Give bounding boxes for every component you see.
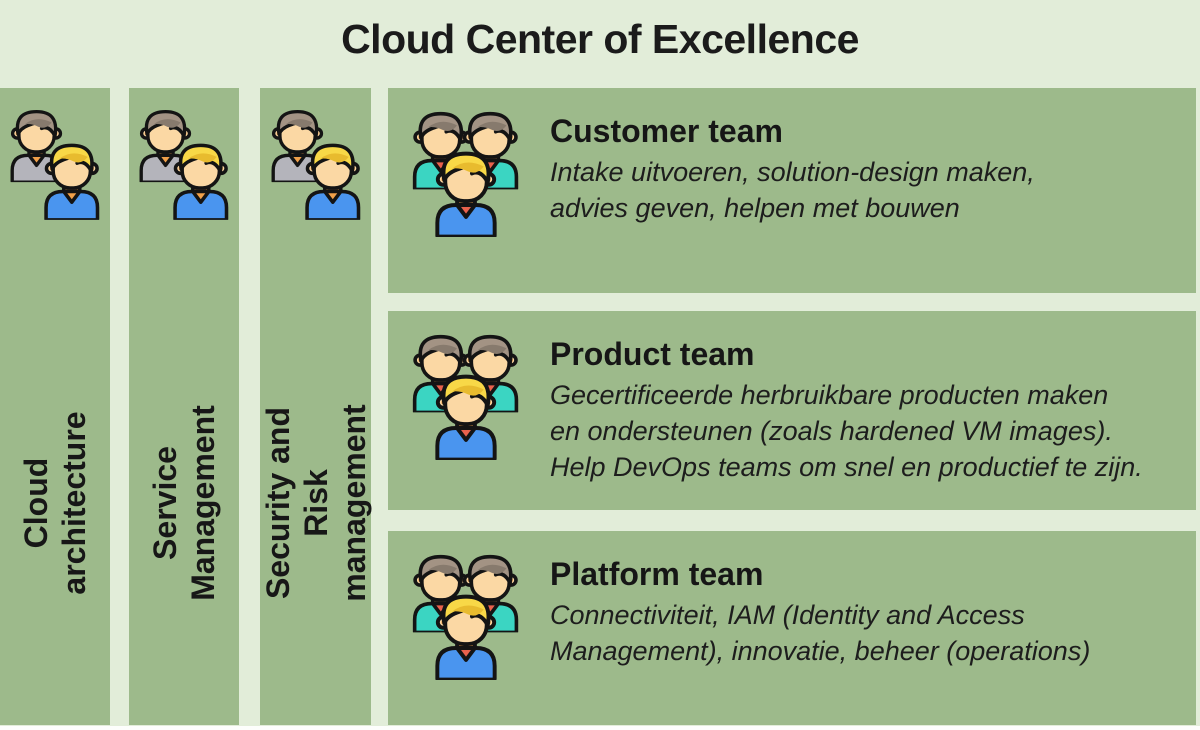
team-heading-product: Product team	[550, 336, 755, 372]
bottom-edge-strip	[0, 726, 1200, 730]
two-people-icon	[139, 109, 229, 220]
team-description-platform: Connectiviteit, IAM (Identity and Access…	[550, 600, 1091, 666]
row-customer-team: Customer team Intake uitvoeren, solution…	[388, 88, 1196, 293]
pillar-label-service-management: Service Management	[147, 404, 221, 601]
team-heading-customer: Customer team	[550, 113, 783, 149]
pillar-security-risk-management: Security and Risk management	[259, 88, 372, 725]
pillar-cloud-architecture: Cloud architecture	[0, 88, 110, 725]
row-product-team: Product team Gecertificeerde herbruikbar…	[388, 311, 1196, 510]
pillar-label-cloud-architecture: Cloud architecture	[18, 410, 92, 595]
pillar-service-management: Service Management	[129, 88, 239, 725]
team-description-customer: Intake uitvoeren, solution-design maken,…	[550, 157, 1035, 223]
two-people-icon	[10, 109, 100, 220]
three-people-icon	[412, 334, 519, 461]
two-people-icon	[271, 109, 360, 220]
pillar-label-security-risk-management: Security and Risk management	[259, 403, 372, 602]
three-people-icon	[412, 111, 519, 238]
row-platform-team: Platform team Connectiviteit, IAM (Ident…	[388, 531, 1196, 725]
team-heading-platform: Platform team	[550, 556, 764, 592]
team-description-product: Gecertificeerde herbruikbare producten m…	[550, 380, 1143, 482]
page-title: Cloud Center of Excellence	[341, 16, 859, 62]
three-people-icon	[412, 554, 519, 681]
